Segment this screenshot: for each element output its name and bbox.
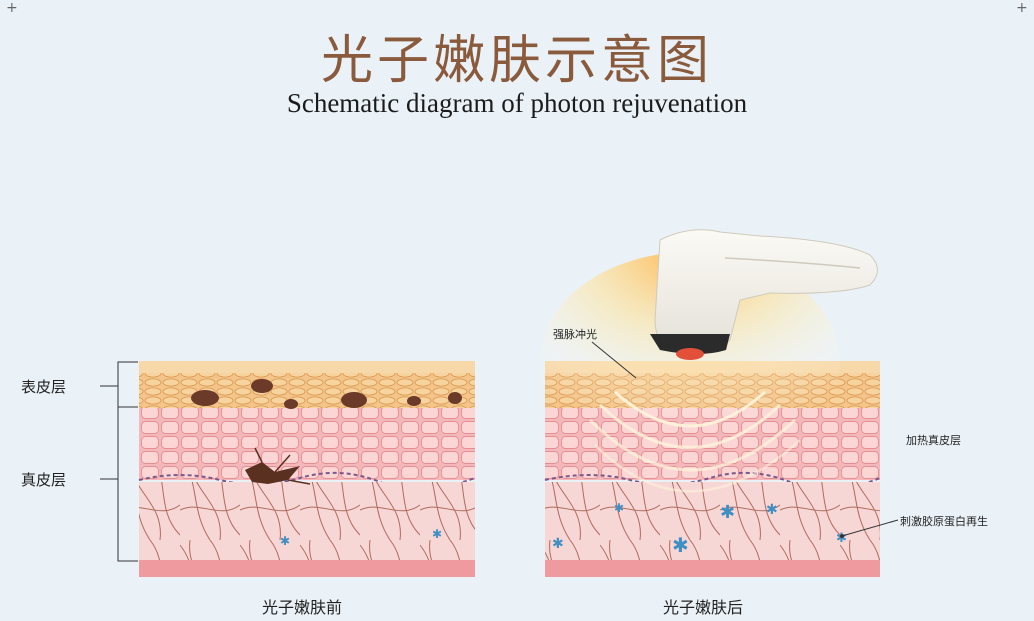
collagen-star: ✱ <box>280 534 290 548</box>
corner-mark-left: + <box>6 0 18 16</box>
dermis-label: 真皮层 <box>21 471 67 489</box>
collagen-star: ✱ <box>432 527 442 541</box>
heat-dermis-label: 加热真皮层 <box>906 434 961 447</box>
light-wave <box>594 439 801 493</box>
collagen-leader-line <box>841 519 899 537</box>
light-wave <box>613 390 767 428</box>
pigment-spot <box>448 392 462 404</box>
light-wave <box>598 403 782 449</box>
pigment-spot <box>191 390 219 406</box>
epidermis-label: 表皮层 <box>21 378 67 396</box>
bracket-ticks <box>100 385 118 480</box>
subcutis-left <box>139 560 475 577</box>
skin-block-after: ✱ ✱ ✱ ✱ ✱ ✱ <box>540 229 899 577</box>
light-wave <box>588 418 797 472</box>
ipl-label: 强脉冲光 <box>553 328 597 341</box>
pigment-spot <box>341 392 367 408</box>
skin-block-before: ✱ ✱ <box>100 361 476 577</box>
basement-membrane-left <box>138 471 476 491</box>
collagen-star: ✱ <box>766 502 778 518</box>
dermis-cells-left <box>139 408 475 480</box>
collagen-star: ✱ <box>720 502 735 523</box>
dermis-fibers-right <box>545 482 880 560</box>
layer-bracket <box>117 361 138 562</box>
epidermis-left <box>139 373 475 408</box>
light-emitter <box>676 348 704 360</box>
collagen-star: ✱ <box>552 536 564 552</box>
caption-after: 光子嫩肤后 <box>663 598 744 617</box>
pigment-spot <box>407 396 421 406</box>
skin-surface-left <box>139 361 475 373</box>
pigment-branches <box>254 447 311 485</box>
page-subtitle: Schematic diagram of photon rejuvenation <box>286 88 748 118</box>
page-title: 光子嫩肤示意图 <box>320 31 713 91</box>
collagen-label: 刺激胶原蛋白再生 <box>900 515 988 528</box>
pigment-cluster <box>245 462 300 484</box>
collagen-star: ✱ <box>614 501 624 515</box>
pigment-spot <box>251 379 273 393</box>
dermis-fibers-left <box>139 482 475 560</box>
ipl-leader-line <box>591 341 637 379</box>
subcutis-right <box>545 560 880 577</box>
collagen-star: ✱ <box>836 531 847 546</box>
ipl-handpiece <box>650 229 878 360</box>
pigment-spot <box>284 399 298 409</box>
caption-before: 光子嫩肤前 <box>262 598 343 617</box>
collagen-star: ✱ <box>672 533 689 557</box>
corner-mark-right: + <box>1016 0 1028 16</box>
